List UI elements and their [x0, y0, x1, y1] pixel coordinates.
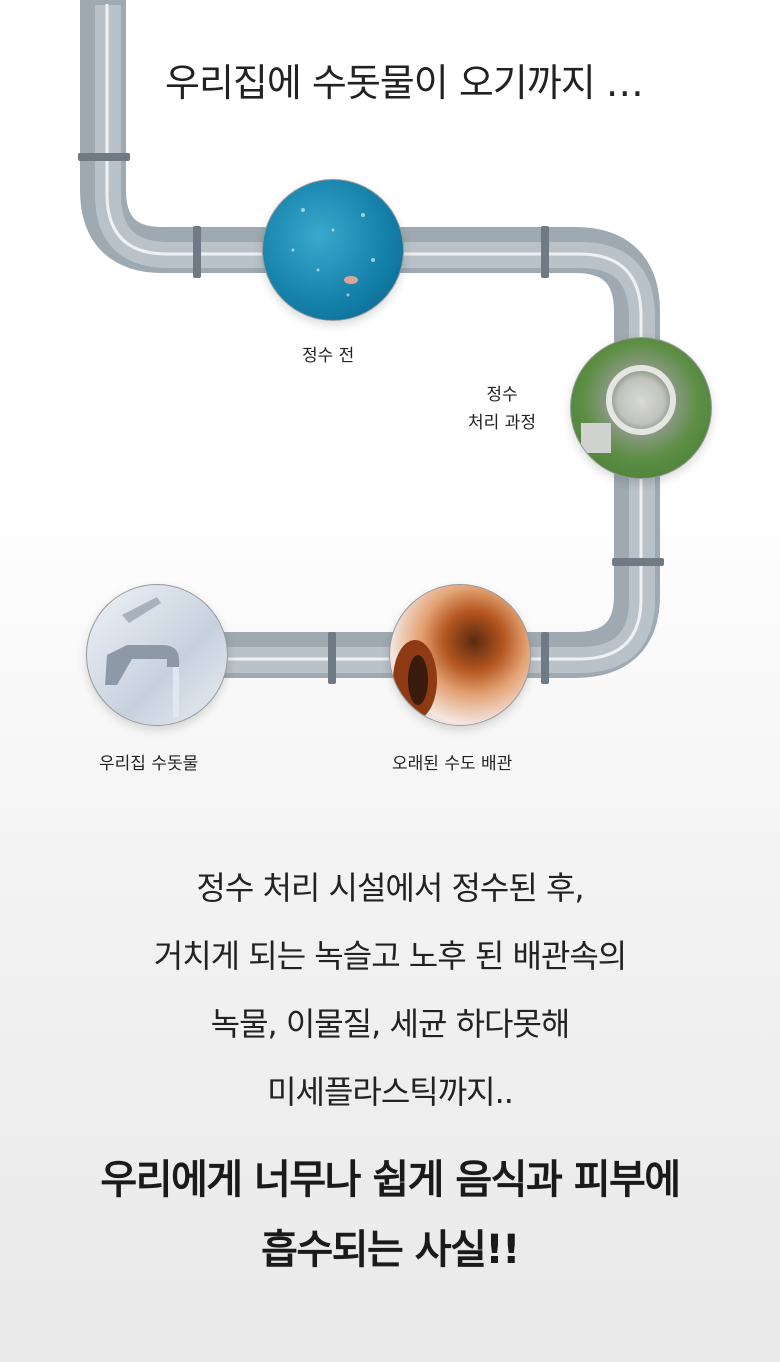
description-line: 거치게 되는 녹슬고 노후 된 배관속의: [153, 937, 627, 975]
stage-label-treatment-line2: 처리 과정: [468, 413, 536, 433]
pipe-clamps: [78, 153, 664, 684]
stage-label-old-pipes: 오래된 수도 배관: [392, 754, 513, 774]
emphasis-text: 우리에게 너무나 쉽게 음식과 피부에 흡수되는 사실!!: [0, 1145, 780, 1285]
emphasis-line: 흡수되는 사실!!: [261, 1227, 520, 1273]
description-text: 정수 처리 시설에서 정수된 후, 거치게 되는 녹슬고 노후 된 배관속의 녹…: [0, 854, 780, 1126]
stage-label-treatment: 정수 처리 과정: [468, 381, 536, 437]
description-line: 미세플라스틱까지..: [267, 1073, 514, 1111]
stage-label-before-purification: 정수 전: [302, 346, 355, 366]
stage-label-treatment-line1: 정수: [486, 385, 518, 405]
faucet-image: [86, 584, 228, 726]
emphasis-line: 우리에게 너무나 쉽게 음식과 피부에: [100, 1157, 681, 1203]
murky-water-image: [262, 179, 404, 321]
page-title: 우리집에 수돗물이 오기까지 …: [165, 61, 644, 105]
description-line: 녹물, 이물질, 세균 하다못해: [210, 1005, 571, 1043]
rusty-pipe-image: [389, 584, 531, 726]
treatment-plant-image: [570, 337, 712, 479]
description-line: 정수 처리 시설에서 정수된 후,: [196, 869, 584, 907]
stage-label-home-tap-water: 우리집 수돗물: [99, 754, 199, 774]
